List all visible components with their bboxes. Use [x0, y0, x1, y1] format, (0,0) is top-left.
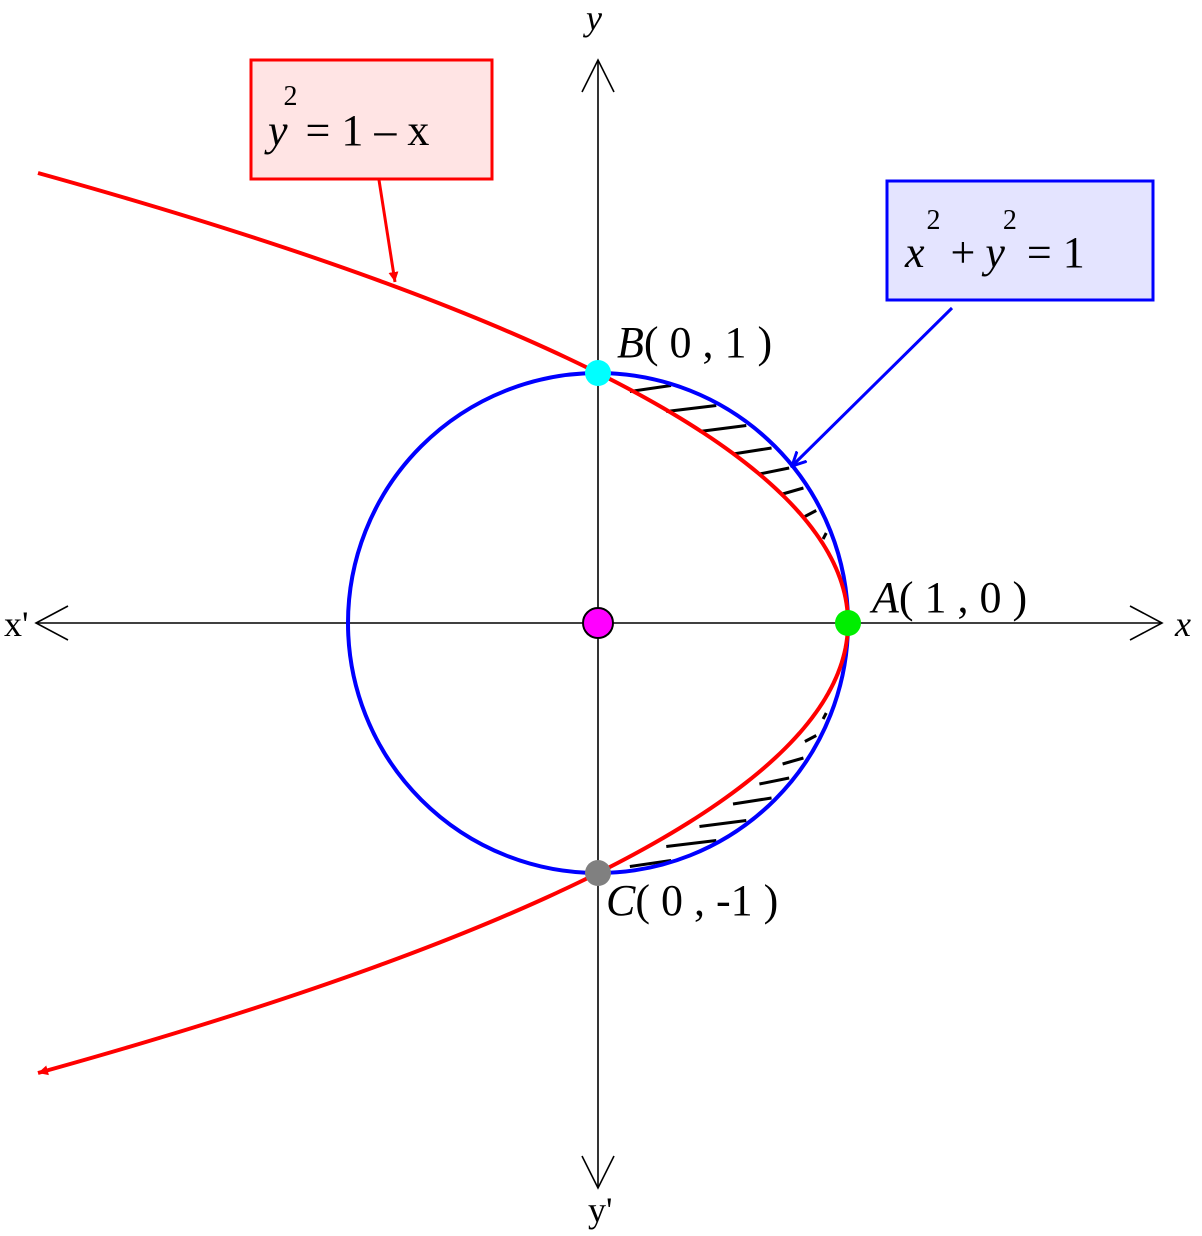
point-A-label: A( 1 , 0 ) [869, 573, 1027, 622]
hatch-line [804, 734, 817, 743]
hatch-line [732, 446, 772, 456]
hatch-line [666, 404, 717, 413]
x-axis-label: x [1174, 604, 1191, 644]
circle-eq-y: y [981, 228, 1005, 277]
hatch-line [629, 859, 672, 868]
point-B-marker [585, 360, 611, 386]
point-B-name: B [617, 318, 644, 367]
hatch-line [699, 819, 747, 828]
hatch-line [629, 384, 672, 393]
parabola-eq-exp: 2 [284, 81, 298, 112]
circle-label-box: x2+y2= 1 [792, 179, 1155, 466]
hatch-line [759, 776, 790, 786]
point-A-marker [835, 610, 861, 636]
parabola-label-box: y2 = 1 – x [249, 58, 494, 283]
point-C-label: C( 0 , -1 ) [606, 876, 778, 925]
point-A-coords: ( 1 , 0 ) [899, 573, 1027, 622]
parabola-eq-var: y [264, 106, 288, 155]
hatch-line [759, 466, 790, 476]
svg-text:x2+y2= 1: x2+y2= 1 [904, 205, 1085, 277]
point-C-marker [585, 860, 611, 886]
origin-marker [582, 607, 614, 639]
circle-eq-plus: + [951, 228, 976, 277]
shaded-region-hatching [629, 384, 828, 868]
hatch-line [666, 839, 717, 848]
parabola-eq-rest: = 1 – x [306, 106, 430, 155]
svg-text:y2= 1 – x: y2 = 1 – x [264, 81, 429, 155]
point-C-coords: ( 0 , -1 ) [635, 876, 778, 925]
hatch-line [782, 756, 804, 766]
circle-eq-x-exp: 2 [927, 205, 941, 236]
y-neg-axis-label: y' [588, 1190, 613, 1230]
circle-eq-x: x [904, 228, 925, 277]
hatch-line [699, 424, 747, 433]
point-A-name: A [869, 573, 900, 622]
circle-eq-y-exp: 2 [1003, 205, 1017, 236]
hatch-line [732, 796, 772, 806]
hatch-line [782, 486, 804, 496]
x-neg-axis-label: x' [4, 604, 29, 644]
hatch-line [821, 712, 828, 720]
point-B-coords: ( 0 , 1 ) [644, 318, 772, 367]
y-axis-label: y [583, 0, 602, 38]
point-B-label: B( 0 , 1 ) [617, 318, 772, 367]
hatch-line [804, 509, 817, 518]
point-C-name: C [606, 876, 636, 925]
hatch-line [821, 532, 828, 540]
circle-eq-rest: = 1 [1027, 228, 1085, 277]
